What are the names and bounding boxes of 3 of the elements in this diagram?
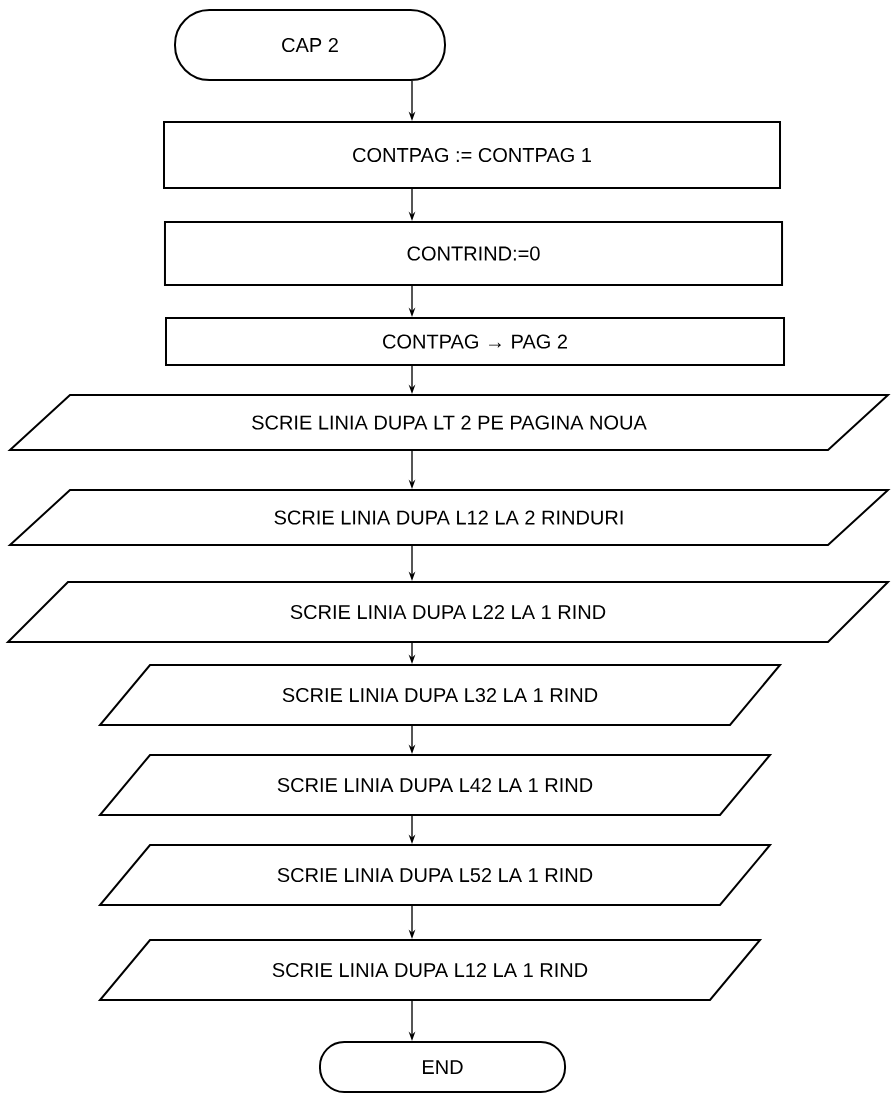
process-box: CONTRIND:=0	[163, 221, 784, 286]
process-box: CONTPAG → PAG 2	[165, 317, 785, 366]
process-box: CONTPAG := CONTPAG 1	[163, 121, 781, 189]
